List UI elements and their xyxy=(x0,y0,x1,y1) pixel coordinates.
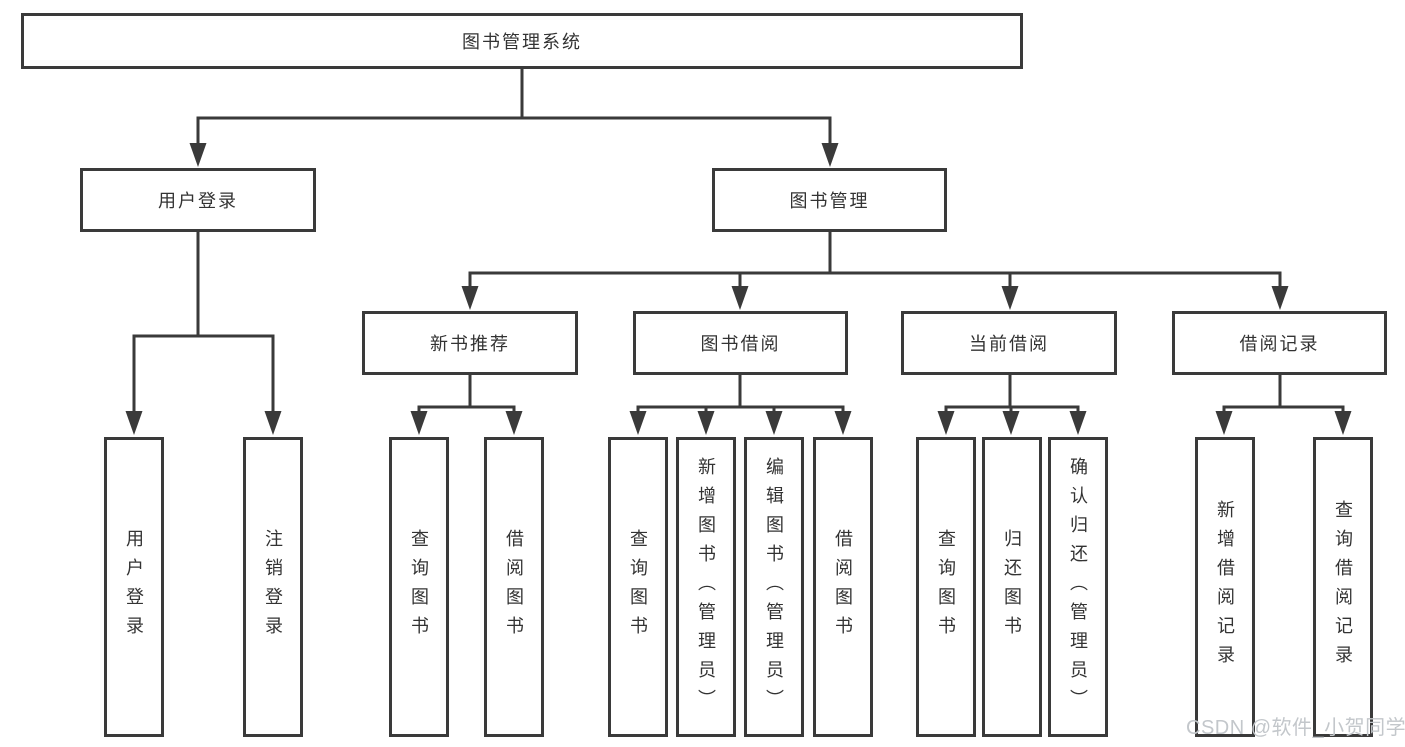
leaf-label: 查询图书 xyxy=(936,529,956,645)
leaf-query-books-borrow: 查询图书 xyxy=(608,437,668,737)
node-label: 图书管理 xyxy=(789,191,870,211)
leaf-label: 查询图书 xyxy=(409,529,429,645)
node-current-borrowing: 当前借阅 xyxy=(901,311,1117,375)
connector-book-management-branch xyxy=(468,232,1282,290)
node-label: 图书借阅 xyxy=(700,334,781,354)
connector-root-branch xyxy=(196,68,832,148)
node-label: 当前借阅 xyxy=(969,334,1049,354)
node-label: 新书推荐 xyxy=(430,334,510,354)
connector-book-borrow-branch xyxy=(636,375,845,414)
leaf-label: 新增图书（管理员） xyxy=(696,456,716,718)
leaf-label: 用户登录 xyxy=(124,529,144,645)
node-label: 图书管理系统 xyxy=(462,32,582,52)
leaf-query-borrow-record: 查询借阅记录 xyxy=(1313,437,1373,737)
leaf-label: 借阅图书 xyxy=(833,529,853,645)
node-root: 图书管理系统 xyxy=(21,13,1023,69)
leaf-borrow-books-recommend: 借阅图书 xyxy=(484,437,544,737)
node-book-management: 图书管理 xyxy=(712,168,947,232)
node-user-login: 用户登录 xyxy=(80,168,316,232)
leaf-user-login: 用户登录 xyxy=(104,437,164,737)
leaf-add-borrow-record: 新增借阅记录 xyxy=(1195,437,1255,737)
leaf-label: 查询图书 xyxy=(628,529,648,645)
connector-user-login-branch xyxy=(132,232,275,414)
node-label: 借阅记录 xyxy=(1239,334,1320,354)
leaf-label: 借阅图书 xyxy=(504,529,524,645)
leaf-return-books: 归还图书 xyxy=(982,437,1042,737)
node-new-book-recommendation: 新书推荐 xyxy=(362,311,578,375)
leaf-label: 注销登录 xyxy=(263,529,283,645)
leaf-label: 新增借阅记录 xyxy=(1215,500,1235,674)
leaf-logout: 注销登录 xyxy=(243,437,303,737)
leaf-edit-books-admin: 编辑图书（管理员） xyxy=(744,437,804,737)
leaf-add-books-admin: 新增图书（管理员） xyxy=(676,437,736,737)
arrowheads xyxy=(125,143,1352,435)
node-label: 用户登录 xyxy=(158,191,238,211)
leaf-borrow-books-borrow: 借阅图书 xyxy=(813,437,873,737)
leaf-label: 归还图书 xyxy=(1002,529,1022,645)
csdn-watermark: CSDN @软件_小贺同学 xyxy=(1186,717,1405,739)
leaf-query-books-current: 查询图书 xyxy=(916,437,976,737)
connector-new-book-branch xyxy=(417,375,516,414)
node-book-borrowing: 图书借阅 xyxy=(633,311,848,375)
connector-current-borrow-branch xyxy=(944,375,1080,414)
leaf-confirm-return-admin: 确认归还（管理员） xyxy=(1048,437,1108,737)
leaf-label: 查询借阅记录 xyxy=(1333,500,1353,674)
leaf-label: 确认归还（管理员） xyxy=(1068,456,1088,718)
leaf-label: 编辑图书（管理员） xyxy=(764,456,784,718)
node-borrowing-records: 借阅记录 xyxy=(1172,311,1387,375)
connector-borrow-records-branch xyxy=(1222,375,1345,414)
leaf-query-books-recommend: 查询图书 xyxy=(389,437,449,737)
